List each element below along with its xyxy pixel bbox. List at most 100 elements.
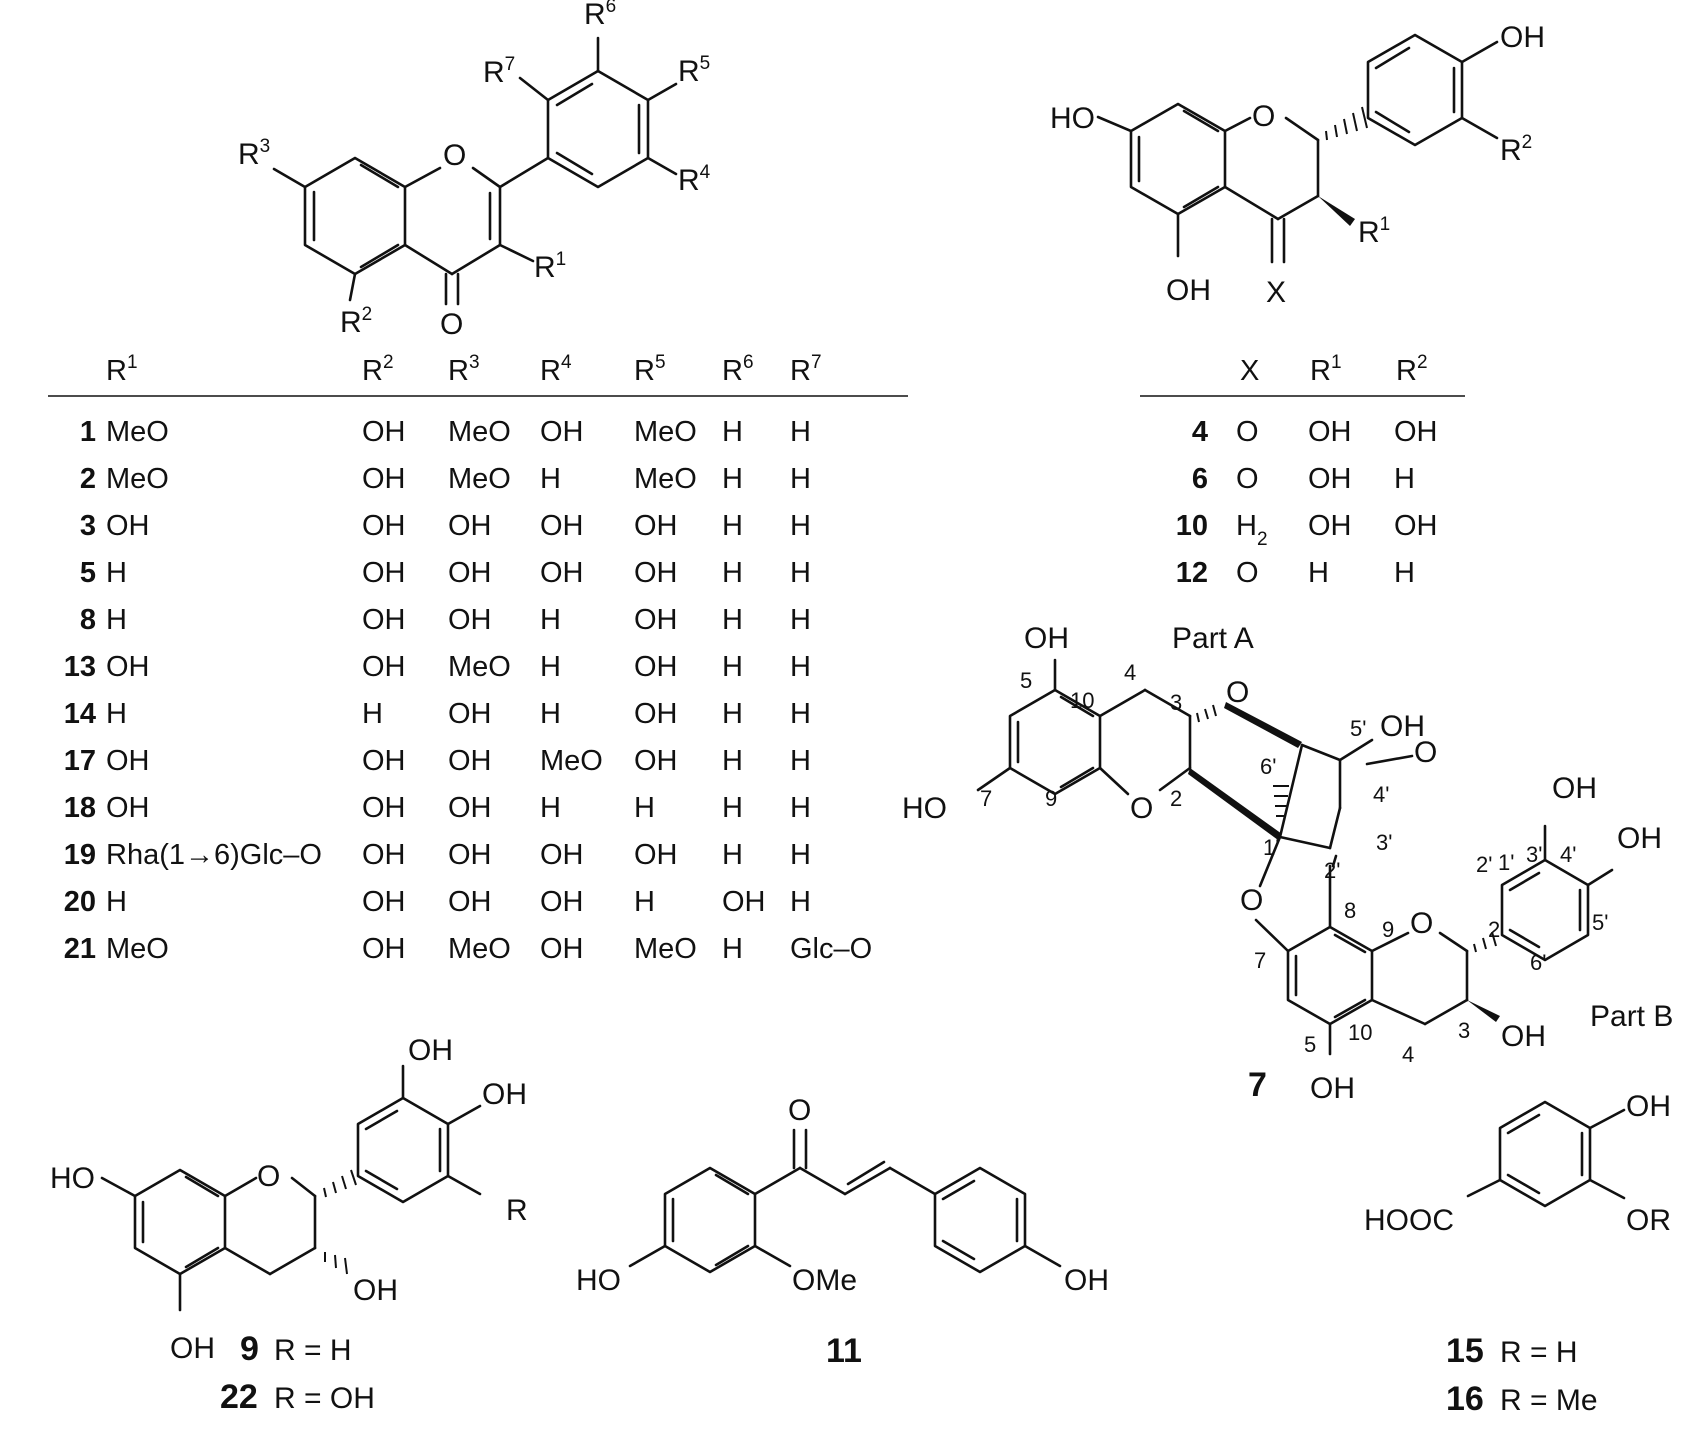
svg-text:OH: OH xyxy=(1064,1264,1109,1297)
flavone-cell-r4: H xyxy=(540,604,561,636)
flavone-cell-r3: OH xyxy=(448,698,492,730)
flavone-cell-r6: H xyxy=(722,604,743,636)
flavone-cell-r2: OH xyxy=(362,557,406,589)
flavone-cell-r1: OH xyxy=(106,792,150,824)
compound-number: 17 xyxy=(64,745,96,777)
flavanone-cell-r1: OH xyxy=(1308,510,1352,542)
flavone-cell-r6: H xyxy=(722,745,743,777)
compound-11-label: 11 xyxy=(826,1332,862,1370)
compound-number: 4 xyxy=(1192,416,1208,448)
flavone-cell-r6: H xyxy=(722,510,743,542)
flavone-cell-r6: H xyxy=(722,698,743,730)
flavanone-cell-x: O xyxy=(1236,416,1259,448)
flavone-cell-r1: H xyxy=(106,886,127,918)
flavone-cell-r1: MeO xyxy=(106,933,169,965)
svg-text:4': 4' xyxy=(1373,782,1389,807)
flavone-cell-r3: MeO xyxy=(448,651,511,683)
flavone-header-r7: R7 xyxy=(790,352,822,387)
compound-number: 12 xyxy=(1176,557,1208,589)
flavone-cell-r6: H xyxy=(722,839,743,871)
part-b-label: Part B xyxy=(1590,1000,1673,1033)
compound-15-r: R = H xyxy=(1500,1336,1578,1369)
flavone-cell-r3: OH xyxy=(448,792,492,824)
flavanone-cell-x: O xyxy=(1236,557,1259,589)
svg-text:O: O xyxy=(440,308,463,341)
compound-7-label: 7 xyxy=(1248,1066,1267,1104)
flavanone-cell-r2: OH xyxy=(1394,510,1438,542)
flavone-header-r2: R2 xyxy=(362,352,394,387)
flavone-cell-r3: OH xyxy=(448,604,492,636)
svg-text:HO: HO xyxy=(902,792,947,825)
flavone-cell-r4: H xyxy=(540,651,561,683)
svg-text:OH: OH xyxy=(1380,710,1425,743)
svg-text:2': 2' xyxy=(1324,858,1340,883)
flavone-cell-r5: OH xyxy=(634,698,678,730)
flavone-cell-r1: MeO xyxy=(106,416,169,448)
flavone-cell-r5: MeO xyxy=(634,933,697,965)
flavone-cell-r1: OH xyxy=(106,745,150,777)
flavone-cell-r2: OH xyxy=(362,839,406,871)
svg-text:O: O xyxy=(788,1094,811,1127)
svg-text:R: R xyxy=(506,1194,528,1227)
svg-text:O: O xyxy=(1130,792,1153,825)
svg-text:O: O xyxy=(1414,736,1437,769)
flavone-cell-r1: OH xyxy=(106,651,150,683)
flavone-cell-r2: OH xyxy=(362,510,406,542)
svg-text:HO: HO xyxy=(1050,102,1095,135)
flavone-cell-r2: OH xyxy=(362,792,406,824)
flavanone-cell-x: O xyxy=(1236,463,1259,495)
svg-text:R4: R4 xyxy=(678,162,711,197)
flavone-cell-r6: H xyxy=(722,651,743,683)
flavone-cell-r3: OH xyxy=(448,839,492,871)
flavone-cell-r6: H xyxy=(722,933,743,965)
svg-text:10: 10 xyxy=(1348,1020,1372,1045)
svg-text:R2: R2 xyxy=(1500,132,1532,167)
part-a-label: Part A xyxy=(1172,622,1254,655)
flavone-cell-r5: OH xyxy=(634,651,678,683)
flavone-cell-r6: H xyxy=(722,557,743,589)
flavone-cell-r5: OH xyxy=(634,839,678,871)
svg-text:O: O xyxy=(1410,907,1433,940)
flavone-cell-r7: H xyxy=(790,651,811,683)
svg-text:OH: OH xyxy=(1626,1090,1671,1123)
svg-text:1': 1' xyxy=(1263,835,1279,860)
flavone-header-r1: R1 xyxy=(106,352,138,387)
svg-text:6': 6' xyxy=(1260,754,1276,779)
svg-text:4: 4 xyxy=(1124,660,1136,685)
svg-text:R1: R1 xyxy=(1358,214,1390,249)
flavone-cell-r3: OH xyxy=(448,557,492,589)
flavone-cell-r1: Rha(1→6)Glc–O xyxy=(106,839,322,871)
compound-15-16-structure: OH OR HOOC 15 R = H 16 R = Me xyxy=(1364,1090,1671,1418)
svg-text:OH: OH xyxy=(170,1332,215,1365)
svg-text:7: 7 xyxy=(1254,948,1266,973)
flavone-header-r4: R4 xyxy=(540,352,572,387)
flavone-cell-r5: MeO xyxy=(634,463,697,495)
svg-text:5: 5 xyxy=(1304,1032,1316,1057)
flavone-cell-r5: OH xyxy=(634,557,678,589)
flavanone-cell-r1: OH xyxy=(1308,463,1352,495)
compound-11-structure: O HO OMe OH 11 xyxy=(576,1094,1109,1370)
flavone-cell-r6: H xyxy=(722,463,743,495)
flavanone-cell-r2: OH xyxy=(1394,416,1438,448)
compound-number: 3 xyxy=(80,510,96,542)
svg-text:1': 1' xyxy=(1498,850,1514,875)
compound-number: 5 xyxy=(80,557,96,589)
svg-text:OH: OH xyxy=(1024,622,1069,655)
flavone-cell-r4: OH xyxy=(540,510,584,542)
flavone-cell-r3: OH xyxy=(448,745,492,777)
compound-22-r: R = OH xyxy=(274,1382,375,1415)
svg-text:3': 3' xyxy=(1526,842,1542,867)
svg-text:R5: R5 xyxy=(678,53,710,88)
flavone-cell-r2: OH xyxy=(362,463,406,495)
svg-text:3: 3 xyxy=(1170,690,1182,715)
